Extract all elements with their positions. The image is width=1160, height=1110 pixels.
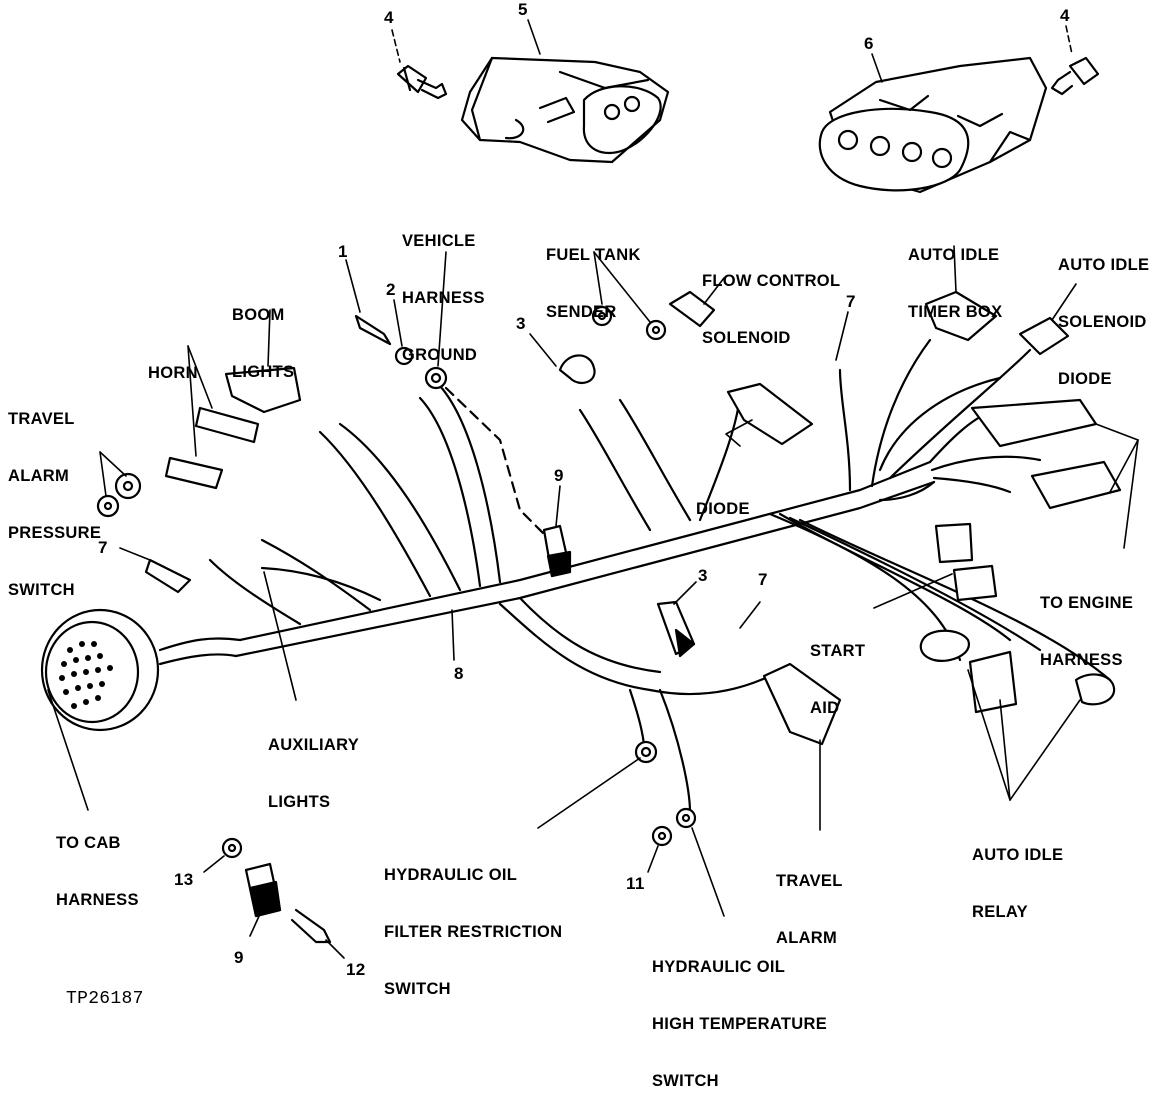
callout-7-top: 7 [846,292,856,311]
boom-lights-connector [224,366,302,414]
auto-idle-solenoid-diode-part [1018,316,1070,356]
label-hydraulic-oil-high-temperature-switch: HYDRAULIC OIL HIGH TEMPERATURE SWITCH [652,958,827,1090]
label-auto-idle-solenoid-diode: AUTO IDLE SOLENOID DIODE [1058,256,1150,388]
callout-8: 8 [454,664,464,683]
callout-7-left: 7 [98,538,108,557]
label-auto-idle-timer-box: AUTO IDLE TIMER BOX [908,246,1003,321]
label-to-cab-harness: TO CAB HARNESS [56,834,139,909]
connector-6 [818,56,1048,194]
auto-idle-relay-part [919,629,1116,714]
callout-9-bottom: 9 [234,948,244,967]
callout-13: 13 [174,870,194,889]
start-aid-part [934,522,998,602]
travel-alarm-part [762,662,842,746]
vehicle-harness-ground-parts [354,314,552,542]
label-travel-alarm: TRAVEL ALARM [776,872,843,947]
callout-3-mid: 3 [698,566,708,585]
callout-3-top: 3 [516,314,526,333]
callout-4-left: 4 [384,8,394,27]
connector-5 [460,56,670,164]
fuel-tank-sender-parts [558,305,667,385]
wiring-harness-diagram: TRAVEL ALARM PRESSURE SWITCH HORN BOOM L… [8,0,1150,1090]
main-harness [158,338,1112,814]
callout-1: 1 [338,242,348,261]
label-travel-alarm-pressure-switch: TRAVEL ALARM PRESSURE SWITCH [8,410,102,599]
callout-2: 2 [386,280,396,299]
label-boom-lights: BOOM LIGHTS [232,306,295,381]
label-hydraulic-oil-filter-restriction-switch: HYDRAULIC OIL FILTER RESTRICTION SWITCH [384,866,563,998]
callout-4-right: 4 [1060,6,1070,25]
callout-9-mid: 9 [554,466,564,485]
label-flow-control-solenoid: FLOW CONTROL SOLENOID [702,272,841,347]
clamp-3-mid [656,600,696,658]
flow-control-solenoid-part [668,290,814,446]
terminal-4-left [396,64,448,100]
label-auto-idle-relay: AUTO IDLE RELAY [972,846,1064,921]
leader-lines [47,19,1139,959]
travel-alarm-pressure-switch-part [96,472,192,594]
label-horn: HORN [148,364,198,382]
cab-harness-connector [40,608,160,732]
clamp-assembly-bottom [221,837,332,944]
callout-6: 6 [864,34,874,53]
terminal-4-right [1050,56,1100,96]
callout-5: 5 [518,0,528,19]
figure-code: TP26187 [66,989,144,1009]
label-vehicle-harness-ground: VEHICLE HARNESS GROUND [402,232,485,364]
callout-7-mid: 7 [758,570,768,589]
filter-restriction-switch-part [634,740,658,764]
label-to-engine-harness: TO ENGINE HARNESS [1040,594,1134,669]
engine-harness-connectors [970,398,1122,510]
label-fuel-tank-sender: FUEL TANK SENDER [546,246,641,321]
clamp-9-mid [542,524,572,578]
label-diode: DIODE [696,500,750,518]
horn-connectors [164,406,260,490]
high-temp-switch-part [651,807,697,847]
auto-idle-timer-box-part [924,290,998,342]
label-auxiliary-lights: AUXILIARY LIGHTS [268,736,360,811]
diagram-artwork [40,19,1139,959]
callout-12: 12 [346,960,366,979]
label-start-aid: START AID [810,642,866,717]
callout-11: 11 [626,874,645,893]
